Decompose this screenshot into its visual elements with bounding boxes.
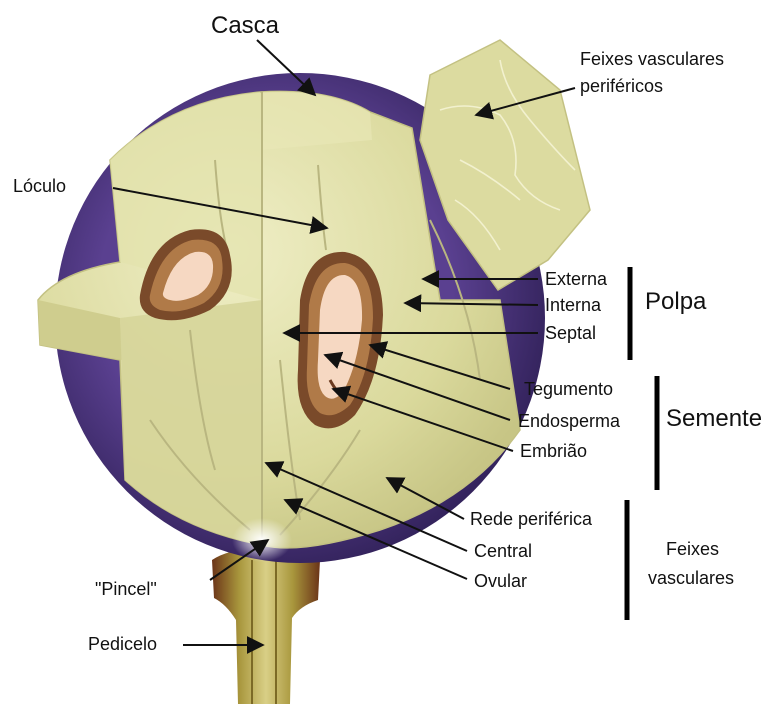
label-pedicelo: Pedicelo <box>88 635 157 653</box>
label-septal: Septal <box>545 324 596 342</box>
label-peripheral-bundles-line1: Feixes vasculares <box>580 50 724 68</box>
label-central: Central <box>474 542 532 560</box>
label-feixes-line1: Feixes <box>666 540 719 558</box>
pincel-glow <box>232 518 292 562</box>
label-peripheral-bundles-line2: periféricos <box>580 77 663 95</box>
label-tegumento: Tegumento <box>524 380 613 398</box>
pedicel-shape <box>212 548 320 704</box>
label-endosperma: Endosperma <box>518 412 620 430</box>
label-interna: Interna <box>545 296 601 314</box>
label-ovular: Ovular <box>474 572 527 590</box>
label-pincel: "Pincel" <box>95 580 157 598</box>
label-externa: Externa <box>545 270 607 288</box>
label-semente: Semente <box>666 407 762 431</box>
label-rede-periferica: Rede periférica <box>470 510 592 528</box>
label-embriao: Embrião <box>520 442 587 460</box>
label-feixes-line2: vasculares <box>648 569 734 587</box>
label-polpa: Polpa <box>645 290 706 314</box>
label-casca: Casca <box>211 14 279 38</box>
label-loculo: Lóculo <box>13 177 66 195</box>
